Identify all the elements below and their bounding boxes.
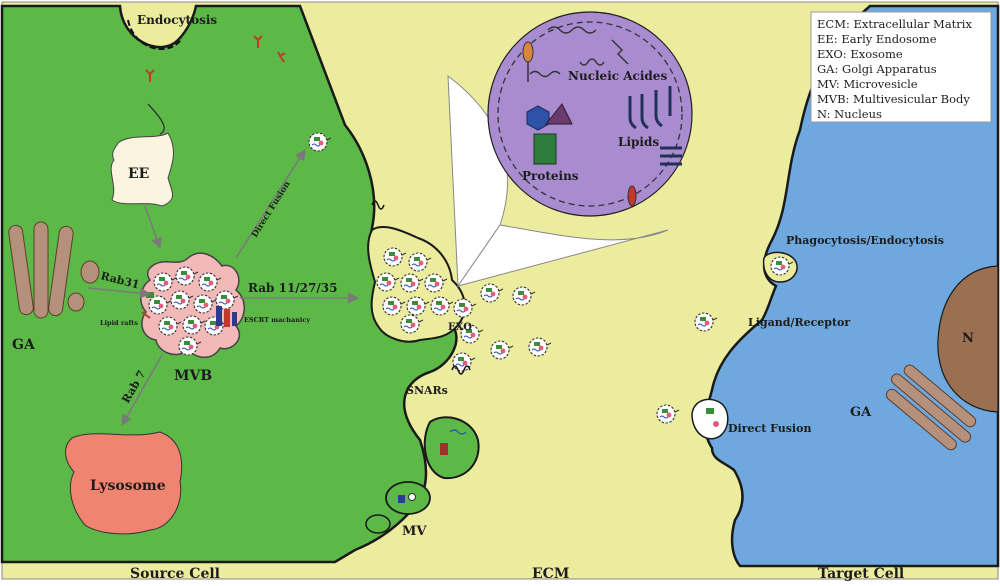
membrane-protein-icon bbox=[522, 41, 637, 207]
legend-item: ECM: Extracellular Matrix bbox=[817, 17, 972, 31]
microvesicle-budding bbox=[423, 416, 480, 480]
direct-fusion-pit bbox=[691, 398, 729, 440]
endocytosis-label: Endocytosis bbox=[137, 13, 217, 27]
legend-item: EE: Early Endosome bbox=[817, 32, 937, 46]
legend-item: GA: Golgi Apparatus bbox=[817, 62, 937, 76]
golgi-source-label: GA bbox=[12, 337, 36, 353]
legend: ECM: Extracellular Matrix EE: Early Endo… bbox=[810, 11, 992, 123]
ligand-receptor-label: Ligand/Receptor bbox=[748, 316, 850, 329]
early-endosome-label: EE bbox=[128, 166, 149, 182]
golgi-target-label: GA bbox=[850, 405, 872, 420]
exo-label: EXO bbox=[448, 322, 472, 333]
source-arrows bbox=[87, 149, 360, 426]
legend-item: EXO: Exosome bbox=[817, 47, 903, 61]
snare-icon bbox=[451, 365, 471, 375]
legend-box bbox=[810, 11, 992, 123]
proteins-label: Proteins bbox=[522, 169, 579, 183]
receptor-icon bbox=[145, 35, 286, 82]
snars-label: SNARs bbox=[406, 384, 448, 397]
lysosome-label: Lysosome bbox=[90, 478, 166, 494]
nucleic-acid-icon bbox=[529, 26, 629, 78]
lysosome bbox=[65, 431, 183, 535]
microvesicle-small bbox=[365, 514, 391, 534]
early-endosome bbox=[110, 132, 174, 207]
rab-11-27-35-label: Rab 11/27/35 bbox=[248, 281, 337, 295]
nucleic-acides-label: Nucleic Acides bbox=[568, 69, 667, 83]
source-cell-label: Source Cell bbox=[130, 566, 220, 581]
lipid-rafts-label: Lipid rafts bbox=[100, 319, 138, 327]
endocytosis-pit bbox=[127, 19, 183, 50]
lipids-icon bbox=[628, 86, 682, 166]
proteins-icon bbox=[526, 103, 573, 165]
direct-fusion-target-label: Direct Fusion bbox=[728, 422, 811, 435]
lipids-label: Lipids bbox=[618, 135, 659, 149]
legend-item: MV: Microvesicle bbox=[817, 77, 918, 91]
mv-label: MV bbox=[402, 524, 427, 539]
legend-item: MVB: Multivesicular Body bbox=[817, 92, 970, 106]
snare-icon-top bbox=[371, 200, 385, 210]
phagocytosis-label: Phagocytosis/Endocytosis bbox=[786, 234, 944, 247]
exosome-zoom bbox=[487, 11, 693, 217]
nucleus bbox=[937, 265, 999, 413]
golgi-apparatus-target bbox=[885, 364, 977, 451]
escrt-label: ESCRT machanicy bbox=[244, 316, 310, 324]
target-cell-label: Target Cell bbox=[818, 566, 904, 581]
microvesicle bbox=[385, 481, 431, 515]
mvb-label: MVB bbox=[174, 368, 212, 384]
legend-item: N: Nucleus bbox=[817, 107, 882, 121]
escrt-machinery-icon bbox=[216, 306, 237, 327]
nucleus-label: N bbox=[962, 331, 974, 346]
golgi-apparatus-source bbox=[8, 221, 100, 319]
ecm-label: ECM bbox=[532, 566, 569, 581]
